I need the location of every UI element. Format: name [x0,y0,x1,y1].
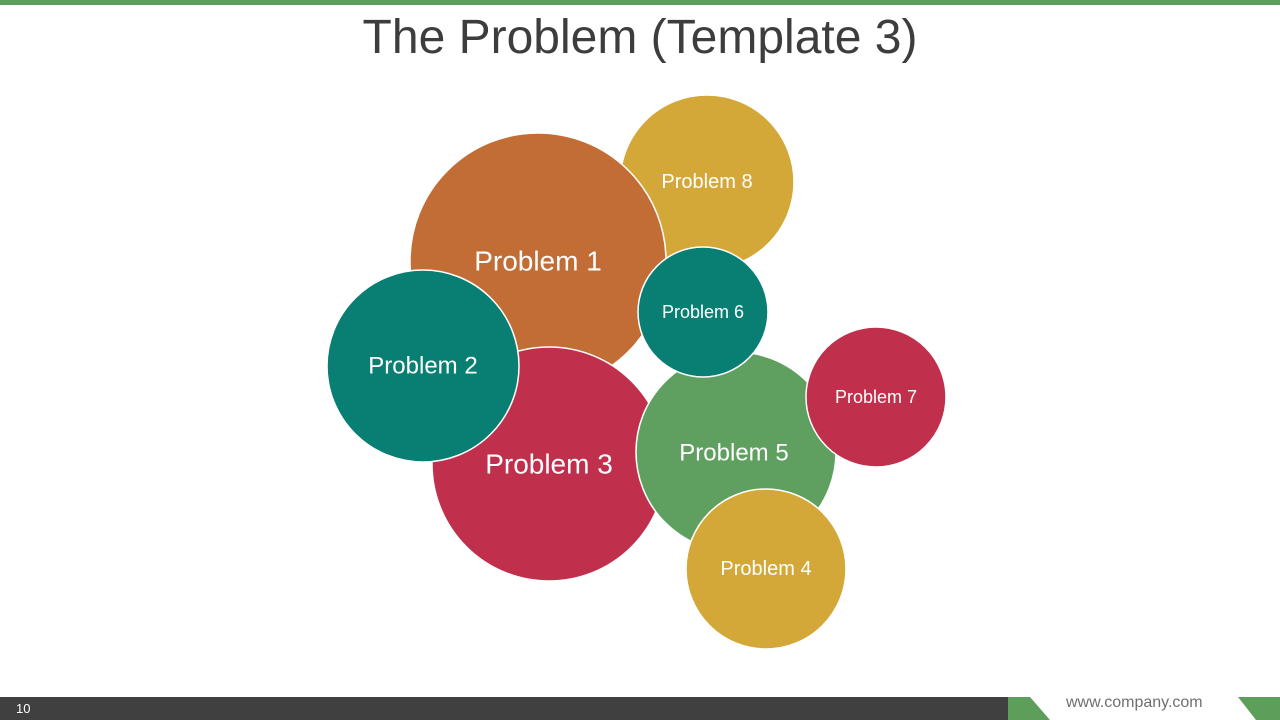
problem-4-bubble [685,488,847,650]
problem-5-label: Problem 5 [679,440,788,467]
footer-url: www.company.com [1066,694,1203,711]
problem-2-bubble [326,269,520,463]
problem-7-bubble [805,326,947,468]
problem-4-label: Problem 4 [720,558,811,580]
slide-title: The Problem (Template 3) [362,11,918,64]
problem-7-label: Problem 7 [835,387,917,407]
problem-6-bubble [637,246,769,378]
problem-8-label: Problem 8 [661,171,752,193]
problem-1-label: Problem 1 [474,246,602,277]
problem-2-label: Problem 2 [368,353,477,380]
footer-bar [0,697,1008,720]
problem-3-label: Problem 3 [485,449,613,480]
top-accent-bar [0,0,1280,5]
problem-6-label: Problem 6 [662,302,744,322]
page-number: 10 [16,701,31,716]
